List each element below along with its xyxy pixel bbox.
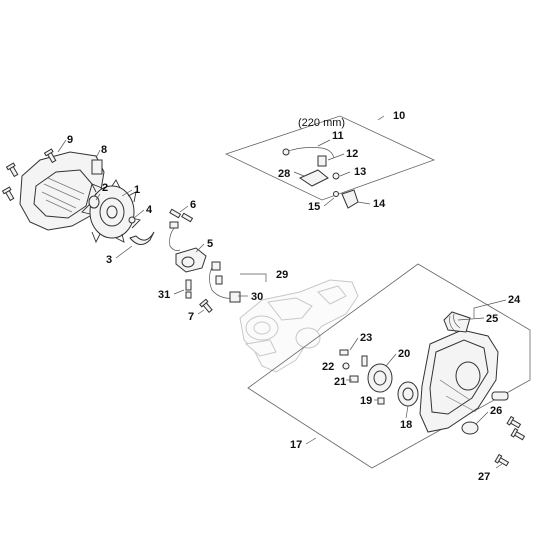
callout-8: 8 xyxy=(101,144,107,156)
sleeve-31 xyxy=(185,279,192,299)
nut xyxy=(128,216,136,224)
callout-11: 11 xyxy=(332,130,344,142)
callout-12: 12 xyxy=(346,148,358,160)
starter-cover xyxy=(419,311,509,433)
housing-screws xyxy=(1,148,57,202)
engine-body-ghost xyxy=(239,279,359,373)
callout-13: 13 xyxy=(354,166,366,178)
callout-23: 23 xyxy=(360,332,372,344)
callout-4: 4 xyxy=(146,204,153,216)
callout-29: 29 xyxy=(276,269,288,281)
callout-20: 20 xyxy=(398,348,410,360)
callout-15: 15 xyxy=(308,201,320,213)
rewind-spring xyxy=(397,381,419,407)
callout-10: 10 xyxy=(393,110,405,122)
callout-30: 30 xyxy=(251,291,263,303)
callout-31: 31 xyxy=(158,289,170,301)
bracket xyxy=(129,231,155,245)
group-10-parts xyxy=(282,147,359,209)
small-parts xyxy=(339,349,385,405)
callout-labels: (220 mm) 9 8 1 2 4 3 6 5 29 30 31 7 10 1… xyxy=(67,110,521,483)
callout-3: 3 xyxy=(106,254,112,266)
callout-28: 28 xyxy=(278,168,290,180)
callout-22: 22 xyxy=(322,361,334,373)
callout-19: 19 xyxy=(360,395,372,407)
measure-note: (220 mm) xyxy=(298,117,345,129)
cover-screws xyxy=(494,415,526,467)
starter-rope xyxy=(449,313,461,333)
callout-7: 7 xyxy=(188,311,194,323)
module-screws xyxy=(169,208,194,223)
short-circuit-wire xyxy=(209,261,241,303)
ignition-module xyxy=(169,221,207,273)
callout-24: 24 xyxy=(508,294,521,306)
callout-9: 9 xyxy=(67,134,73,146)
callout-18: 18 xyxy=(400,419,412,431)
rope-rotor xyxy=(367,363,393,393)
callout-1: 1 xyxy=(134,184,140,196)
callout-26: 26 xyxy=(490,405,502,417)
callout-21: 21 xyxy=(334,376,346,388)
callout-14: 14 xyxy=(373,198,386,210)
fan-wheel xyxy=(81,179,141,244)
callout-17: 17 xyxy=(290,439,302,451)
group-frame-17 xyxy=(247,263,531,469)
callout-27: 27 xyxy=(478,471,490,483)
callout-25: 25 xyxy=(486,313,498,325)
callout-2: 2 xyxy=(102,182,108,194)
starter-grip xyxy=(461,421,479,435)
group-frame-10 xyxy=(224,115,436,201)
callout-6: 6 xyxy=(190,199,196,211)
callout-5: 5 xyxy=(207,238,213,250)
leader-lines xyxy=(57,115,507,469)
screw-7 xyxy=(199,298,213,314)
